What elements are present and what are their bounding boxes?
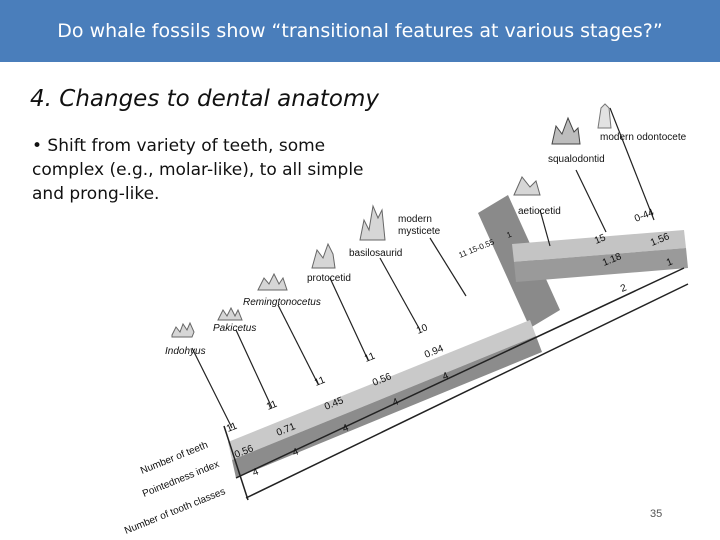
stem-baseline xyxy=(235,267,685,479)
teeth-value-4: 11 xyxy=(363,351,377,365)
squalodontid-tooth-icon xyxy=(551,116,581,145)
odontocete-light-band xyxy=(512,230,686,262)
label-pakicetus: Pakicetus xyxy=(213,323,256,334)
row-label-number-of-tooth-classes: Number of tooth classes xyxy=(123,486,227,537)
classes-value-4: 4 xyxy=(391,396,401,408)
row-labels: Number of teeth Pointedness index Number… xyxy=(123,440,227,537)
connector-lines xyxy=(191,107,655,429)
protocetid-tooth-icon xyxy=(311,242,336,269)
label-squalodontid: squalodontid xyxy=(548,154,605,165)
page-number: 35 xyxy=(650,508,663,520)
classes-value-1: 4 xyxy=(251,466,261,478)
section-heading: 4. Changes to dental anatomy xyxy=(30,86,380,112)
odontocete-tooth-icon xyxy=(597,103,612,129)
squalodontid-classes-value: 2 xyxy=(619,282,629,294)
stem-bottom-edge xyxy=(245,283,689,499)
connector-odontocete xyxy=(609,107,655,221)
connector-aetiocetid xyxy=(539,209,551,247)
mysticete-classes-value: 1 xyxy=(505,230,513,240)
teeth-value-2: 11 xyxy=(265,399,279,413)
slide-title: Do whale fossils show “transitional feat… xyxy=(57,20,663,42)
connector-indohyus xyxy=(191,347,233,429)
teeth-value-1: 11 xyxy=(225,421,239,435)
bullet-text: • Shift from variety of teeth, some comp… xyxy=(32,136,364,204)
teeth-value-3: 11 xyxy=(313,375,327,389)
connector-pakicetus xyxy=(235,329,273,409)
odontocete-dark-band xyxy=(514,248,688,282)
connector-basilosaurid xyxy=(379,257,421,331)
odontocete-teeth-value: 0-44 xyxy=(633,207,656,225)
label-modern-odontocete: modern odontocete xyxy=(600,132,687,143)
pointedness-row-band xyxy=(228,320,536,460)
tooth-illustrations xyxy=(171,103,612,338)
label-aetiocetid: aetiocetid xyxy=(518,206,561,217)
label-remingtonocetus: Remingtonocetus xyxy=(243,297,321,308)
label-basilosaurid: basilosaurid xyxy=(349,248,402,259)
title-bar: Do whale fossils show “transitional feat… xyxy=(0,0,720,62)
teeth-value-5: 10 xyxy=(415,322,430,337)
classes-value-2: 4 xyxy=(291,446,301,458)
diagram-bands xyxy=(223,195,689,501)
mysticete-annotation: 11 15-0.55 xyxy=(457,237,496,260)
aetiocetid-tooth-icon xyxy=(513,176,541,196)
squalodontid-teeth-value: 15 xyxy=(593,232,608,247)
label-modern-mysticete-line1: modern xyxy=(398,214,432,225)
remingtonocetus-tooth-icon xyxy=(257,272,288,291)
connector-mysticete xyxy=(429,237,467,297)
connector-protocetid xyxy=(329,277,369,361)
label-indohyus: Indohyus xyxy=(165,346,206,357)
stem-left-edge xyxy=(223,425,249,501)
label-modern-mysticete-line2: mysticete xyxy=(398,226,441,237)
connector-squalodontid xyxy=(575,169,607,233)
classes-value-5: 4 xyxy=(441,370,451,382)
connector-remingtonocetus xyxy=(277,304,319,385)
classes-value-3: 4 xyxy=(341,422,351,434)
taxon-labels: Indohyus Pakicetus Remingtonocetus proto… xyxy=(165,132,687,357)
basilosaurid-tooth-icon xyxy=(359,204,386,241)
odontocete-classes-value: 1 xyxy=(665,256,675,268)
pakicetus-tooth-icon xyxy=(217,306,243,321)
indohyus-tooth-icon xyxy=(171,321,195,338)
label-protocetid: protocetid xyxy=(307,273,351,284)
